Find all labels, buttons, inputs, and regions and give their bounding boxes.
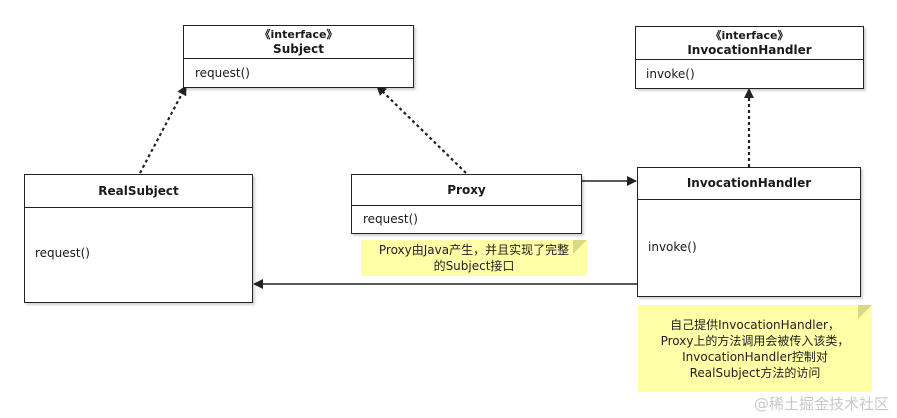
watermark: @稀土掘金技术社区 xyxy=(753,395,889,413)
invocationhandler-interface-stereotype: 《interface》 xyxy=(710,28,789,42)
invocationhandler-interface-box[interactable]: 《interface》 InvocationHandler invoke() xyxy=(635,26,864,89)
invocationhandler-header: InvocationHandler xyxy=(638,168,860,200)
invocationhandler-method: invoke() xyxy=(648,240,697,254)
proxy-name: Proxy xyxy=(447,182,486,197)
realsubject-name: RealSubject xyxy=(98,183,179,198)
proxy-header: Proxy xyxy=(352,175,581,206)
invocationhandler-interface-method: invoke() xyxy=(646,67,695,81)
handler-note-line-2: Proxy上的方法调用会被传入该类， xyxy=(660,333,850,348)
note-fold-icon xyxy=(858,305,872,319)
subject-name: Subject xyxy=(273,41,324,56)
realize-realsubject-to-subject xyxy=(139,85,187,174)
handler-note: 自己提供InvocationHandler， Proxy上的方法调用会被传入该类… xyxy=(638,305,872,392)
invocationhandler-interface-name: InvocationHandler xyxy=(687,42,812,57)
invocationhandler-name: InvocationHandler xyxy=(686,176,812,190)
realize-proxy-to-subject xyxy=(376,85,467,174)
subject-stereotype: 《interface》 xyxy=(259,27,338,41)
proxy-note: Proxy由Java产生，并且实现了完整 的Subject接口 xyxy=(361,240,587,276)
subject-interface-box[interactable]: 《interface》 Subject request() xyxy=(183,25,414,88)
invocationhandler-interface-header: 《interface》 InvocationHandler xyxy=(636,27,863,60)
handler-note-line-3: InvocationHandler控制对 xyxy=(682,349,828,364)
proxy-box[interactable]: Proxy request() xyxy=(351,174,582,234)
handler-note-line-1: 自己提供InvocationHandler， xyxy=(670,317,840,332)
subject-header: 《interface》 Subject xyxy=(184,26,413,59)
subject-method: request() xyxy=(195,66,250,80)
proxy-method: request() xyxy=(363,212,418,226)
realsubject-box[interactable]: RealSubject request() xyxy=(24,174,253,303)
proxy-note-line-2: 的Subject接口 xyxy=(433,259,515,273)
realsubject-header: RealSubject xyxy=(25,175,252,208)
realsubject-method: request() xyxy=(35,246,90,260)
note-fold-icon xyxy=(573,240,587,254)
proxy-note-line-1: Proxy由Java产生，并且实现了完整 xyxy=(378,243,570,257)
handler-note-line-4: RealSubject方法的访问 xyxy=(689,365,821,380)
invocationhandler-box[interactable]: InvocationHandler invoke() xyxy=(637,167,861,297)
